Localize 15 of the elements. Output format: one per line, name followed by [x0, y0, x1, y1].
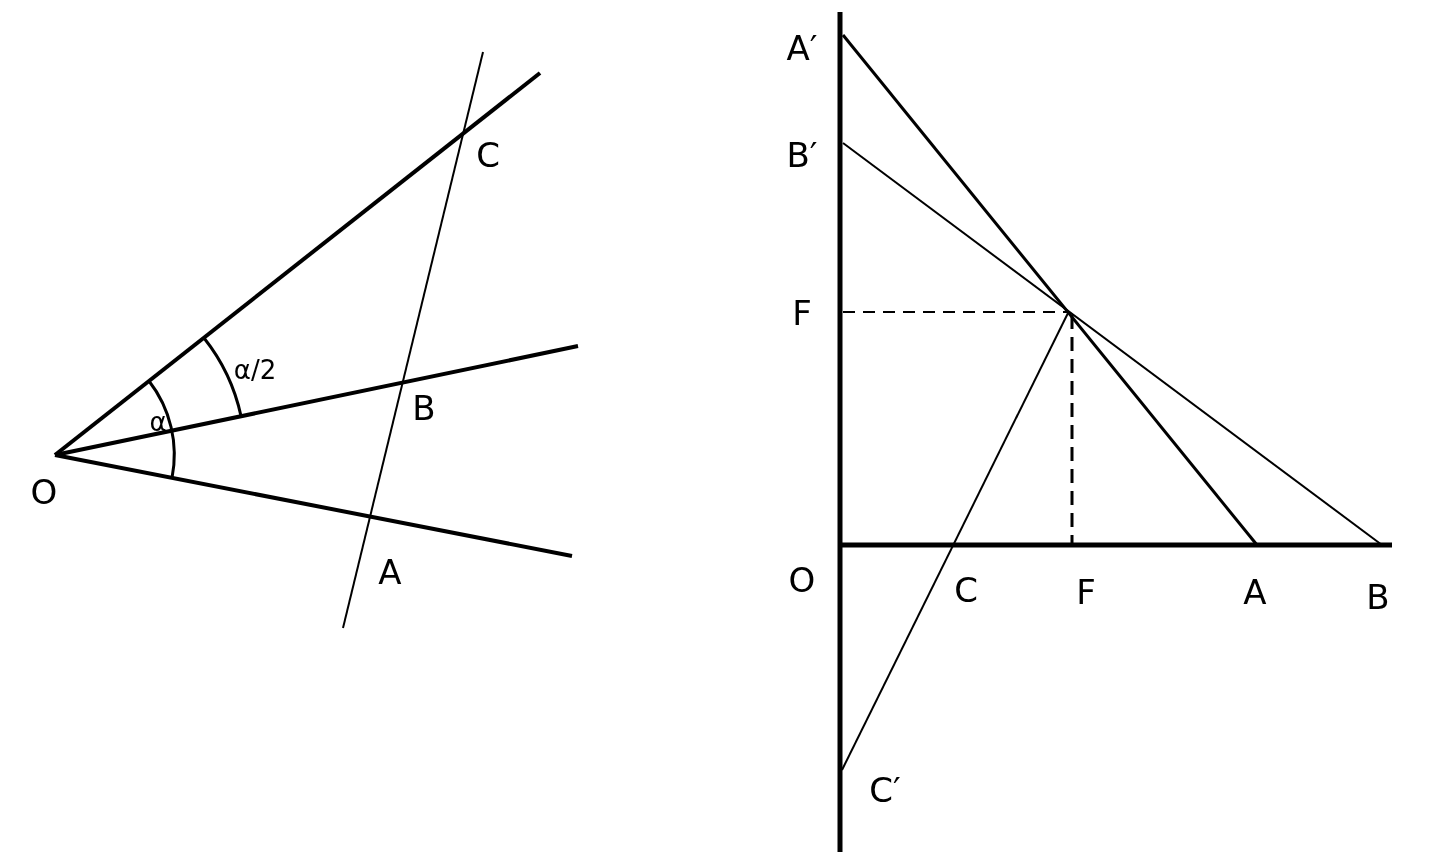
point-label: C: [476, 138, 500, 172]
point-label: B: [1366, 580, 1390, 614]
angle-label: α/2: [233, 357, 277, 383]
point-label: C′: [869, 773, 901, 807]
angle-label: α: [149, 409, 167, 435]
point-label: A: [1243, 575, 1267, 609]
point-label: O: [788, 563, 816, 597]
point-label: F: [792, 296, 812, 330]
point-label: B: [412, 391, 436, 425]
point-label: A: [378, 555, 402, 589]
point-label: O: [30, 475, 58, 509]
point-label: F: [1076, 575, 1096, 609]
point-label: C: [954, 573, 978, 607]
point-label: B′: [786, 138, 818, 172]
point-label: A′: [786, 31, 818, 65]
